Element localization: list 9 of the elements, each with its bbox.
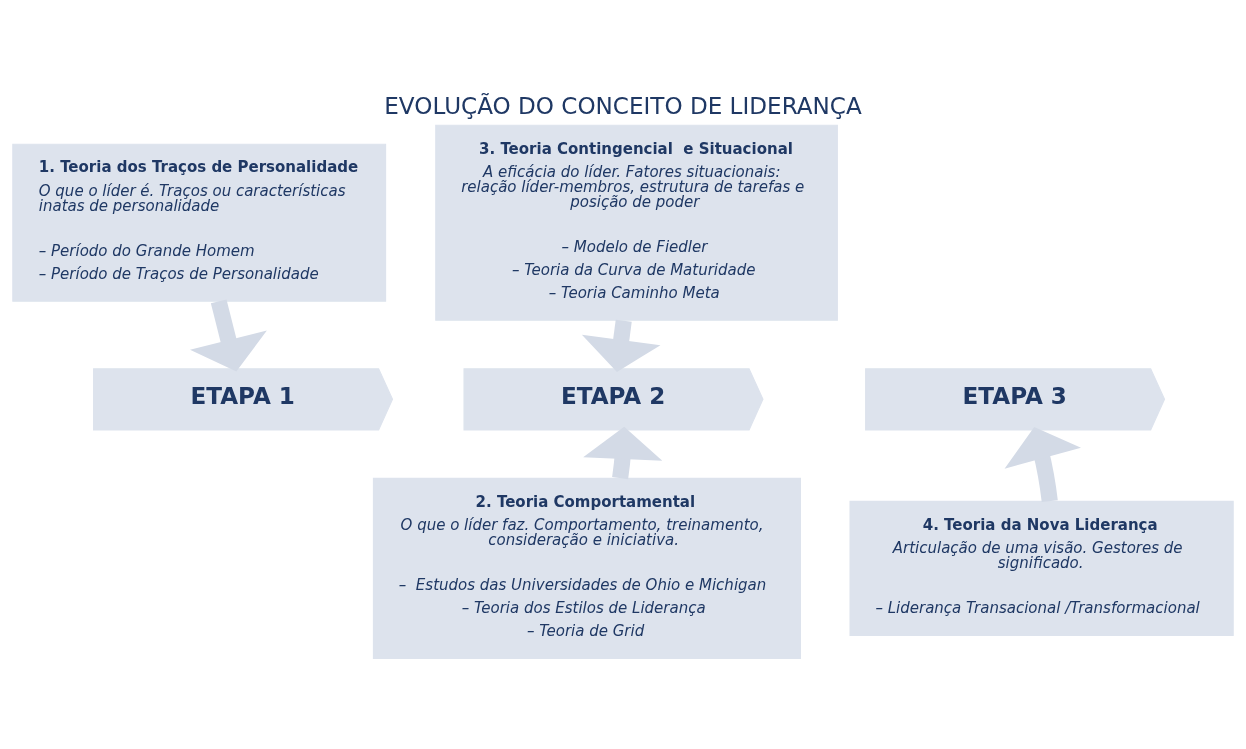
diagram-title: EVOLUÇÃO DO CONCEITO DE LIDERANÇA <box>384 92 862 119</box>
node-box: 2. Teoria Comportamental O que o líder faz. Comportamento, treinamento, consideração e iniciativa. – Estudos das Universidades de Ohio e Michigan – Teoria dos Estilos de Liderança – Teoria de Grid <box>372 477 801 659</box>
arrow <box>190 299 267 372</box>
node-box: 4. Teoria da Nova Liderança Articulação de uma visão. Gestores de significado. – Liderança Transacional /Transformacional <box>849 500 1234 636</box>
arrow <box>1004 427 1081 503</box>
arrow <box>583 426 663 480</box>
node-box: 1. Teoria dos Traços de Personalidade O que o líder é. Traços ou características inatas de personalidade – Período do Grande Homem – Período de Traços de Personalidade <box>12 143 387 302</box>
arrow <box>581 319 661 372</box>
node-box: 3. Teoria Contingencial e Situacional A eficácia do líder. Fatores situacionais: relação líder-membros, estrutura de tarefas e posição de poder – Modelo de Fiedler – Teoria da Curva de Maturidade – Teoria Caminho Meta <box>435 124 838 321</box>
